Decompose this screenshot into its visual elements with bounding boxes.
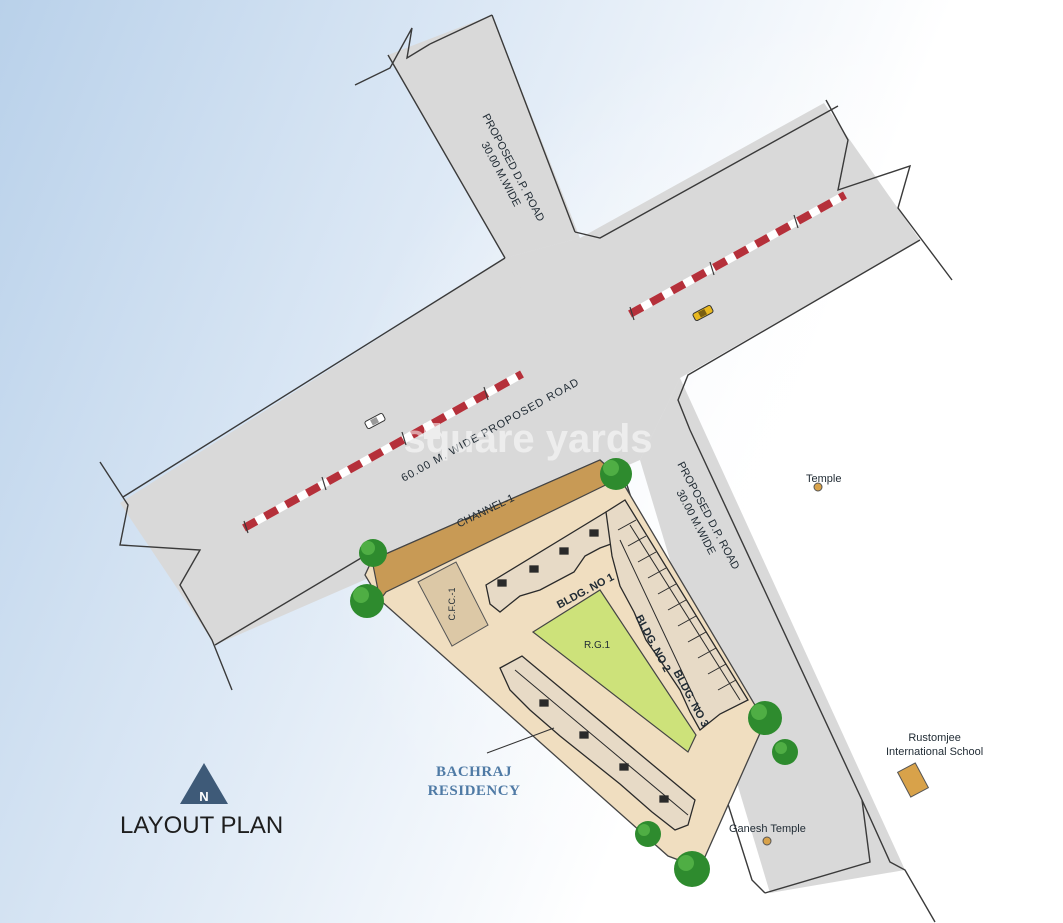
car-white-icon <box>364 412 386 430</box>
road-north-west-edge <box>387 54 506 259</box>
road-north-east-edge <box>491 14 576 233</box>
project-name-line2: RESIDENCY <box>427 783 521 799</box>
tree-icon <box>350 584 384 618</box>
north-arrow-icon: N <box>180 763 228 804</box>
road-main-east-break <box>825 99 953 281</box>
road-main-bottom-edge <box>214 544 384 646</box>
temple-marker <box>813 482 823 492</box>
project-site <box>364 459 766 869</box>
tree-icon <box>748 701 782 735</box>
road-north-break-left <box>354 27 431 86</box>
watermark-text: square yards <box>403 417 652 461</box>
road-main-top-edge <box>122 257 506 498</box>
tree-icon <box>674 851 710 887</box>
ganesh-temple-label: Ganesh Temple <box>729 823 806 835</box>
median-east <box>628 191 847 321</box>
road-east-east-edge <box>689 429 863 801</box>
road-junction-surface <box>505 238 680 460</box>
project-name-label: BACHRAJ RESIDENCY <box>414 763 534 801</box>
road-north-break-right <box>429 14 493 45</box>
watermark-logo-icon <box>424 423 440 439</box>
cfc-block <box>417 561 489 647</box>
tree-icon <box>772 739 798 765</box>
temple-label: Temple <box>806 473 842 485</box>
layout-plan-title: LAYOUT PLAN <box>120 812 284 839</box>
road-north-surface <box>388 15 580 258</box>
tree-icon <box>359 539 387 567</box>
school-label-line1: Rustomjee <box>908 732 961 744</box>
road-main-west-break <box>99 461 233 691</box>
building-block-2-3 <box>605 499 749 731</box>
garden-label: R.G.1 <box>584 640 611 651</box>
ganesh-temple-marker <box>762 836 772 846</box>
road-main-bottom-edge-east <box>677 239 921 431</box>
watermark: square yards <box>403 417 652 461</box>
road-east-surface <box>640 378 905 893</box>
road-main-top-edge-east <box>574 105 839 239</box>
school-label-line2: International School <box>886 746 984 758</box>
bachraj-pointer-line <box>486 727 555 754</box>
median-west <box>242 370 524 534</box>
north-arrow-letter: N <box>199 789 208 804</box>
road-east-south-break <box>764 799 936 923</box>
school-label: Rustomjee International School <box>886 731 983 759</box>
building-block-south <box>499 655 696 831</box>
cfc-label: C.F.C.-1 <box>447 587 457 620</box>
project-name-line1: BACHRAJ <box>435 764 512 780</box>
school-marker <box>896 762 930 798</box>
car-yellow-icon <box>692 304 714 322</box>
garden-rg1 <box>531 589 697 753</box>
tree-icon <box>635 821 661 847</box>
tree-icon <box>600 458 632 490</box>
